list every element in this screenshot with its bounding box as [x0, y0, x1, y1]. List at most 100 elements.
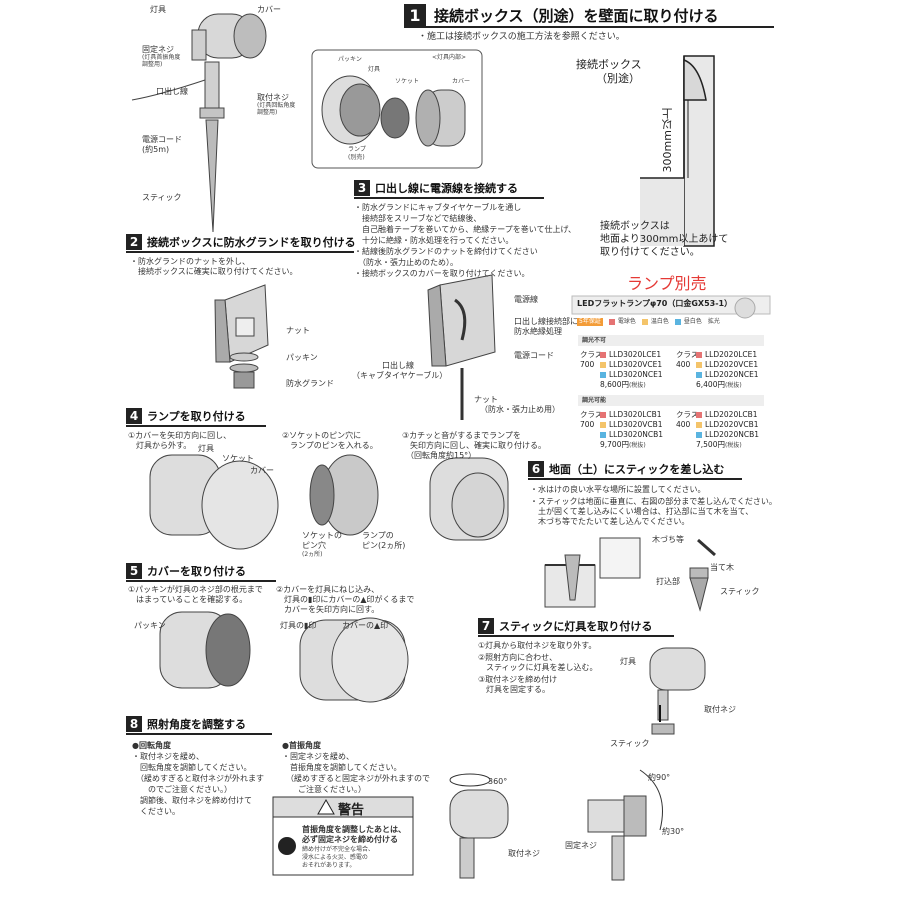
section-2-header: 2 接続ボックスに防水グランドを取り付ける: [126, 234, 356, 250]
s4-step3c: （回転角度約15°）: [402, 451, 477, 460]
warning-line-3: おそれがあります。: [302, 862, 356, 869]
section-3-rule: [354, 197, 544, 199]
lamp-product-name: LEDフラットランプφ70（口金GX53-1）: [577, 299, 733, 308]
section-3-title: 口出し線に電源線を接続する: [375, 182, 518, 195]
rotation-line: 調節後、取付ネジを締め付けて: [132, 796, 252, 805]
section-4-rule: [126, 425, 266, 427]
label-fixing-screw-note2: 調整用): [142, 61, 163, 68]
stick-ground-drawings: [544, 537, 716, 612]
s6-line-2: ・スティックは地面に垂直に、右図の部分まで差し込んでください。: [530, 497, 777, 506]
label-power-line: 電源線: [514, 295, 538, 304]
legend-n: 昼白色: [674, 318, 702, 326]
s4-label-lamp-body: 灯具: [198, 444, 214, 453]
warning-line-1: 締め付けが不完全な場合、: [302, 846, 375, 853]
label-lamp-body: 灯具: [150, 5, 166, 14]
product-price: 8,600円(税抜): [600, 380, 646, 389]
lamp-legend: 5年保証 電球色 温白色 昼白色 拡光: [577, 318, 720, 326]
label-stick: スティック: [142, 193, 182, 202]
section-3-line: 自己融着テープを巻いてから、絶縁テープを巻いて仕上げ、: [354, 225, 576, 234]
tilt-down-degrees: 約30°: [662, 827, 685, 836]
s5-step2a: ②カバーを灯具にねじ込み、: [276, 585, 380, 594]
section-3-line: 十分に絶縁・防水処理を行ってください。: [354, 236, 514, 245]
inner-label-lamp: ランプ: [348, 146, 366, 153]
label-lead-wire: 口出し線: [156, 87, 188, 96]
product-code: LLD3020VCE1: [600, 360, 663, 370]
section-5-number: 5: [126, 563, 142, 579]
dim-700-items: LLD3020LCB1 LLD3020VCB1 LLD3020NCB1 9,70…: [600, 410, 663, 450]
inner-label-lamp-note: (別売): [348, 154, 365, 161]
section-3-line: （防水・張力止めのため）。: [354, 258, 458, 267]
label-fixing-screw-note1: (灯具首振角度: [142, 54, 181, 61]
section-2-rule: [126, 251, 354, 253]
section-5-title: カバーを取り付ける: [147, 565, 246, 578]
section-2-note-2: 接続ボックスに確実に取り付けてください。: [130, 267, 298, 276]
section-1-number: 1: [404, 4, 426, 26]
product-price: 6,400円(税抜): [696, 380, 742, 389]
label-power-cord-3: 電源コード: [514, 351, 554, 360]
nondim-bar: [578, 335, 764, 346]
section-6-title: 地面（土）にスティックを差し込む: [549, 463, 725, 476]
s4-socket-pin-1: ソケットの: [302, 531, 342, 540]
s7-line-3: スティックに灯具を差し込む。: [478, 663, 598, 672]
product-code: LLD3020LCE1: [600, 350, 663, 360]
product-code: LLD2020NCB1: [696, 430, 759, 440]
section-7-rule: [478, 635, 674, 637]
product-price: 7,500円(税抜): [696, 440, 742, 449]
section-7-title: スティックに灯具を取り付ける: [499, 620, 653, 633]
wall-box-drawing: [640, 55, 715, 247]
s6-label-strike: 打込部: [656, 577, 680, 586]
label-nut-3-2: （防水・張力止め用）: [480, 405, 560, 414]
section-3-line: ・結線後防水グランドのナットを締付けてください: [354, 247, 538, 256]
section-6-number: 6: [528, 461, 544, 477]
s7-line-2: ②照射方向に合わせ、: [478, 653, 558, 662]
section-7-number: 7: [478, 618, 494, 634]
s6-line-1: ・水はけの良い水平な場所に設置してください。: [530, 485, 706, 494]
legend-diffuse: 拡光: [707, 318, 720, 325]
tilt-line: （緩めすぎると固定ネジが外れますので: [282, 774, 430, 783]
s8-label-mount-screw: 取付ネジ: [508, 849, 540, 858]
s4-socket-pin-2: ピン穴: [302, 541, 326, 550]
section-7-header: 7 スティックに灯具を取り付ける: [478, 618, 652, 634]
label-nut-3-1: ナット: [474, 395, 498, 404]
s8-label-fix-screw: 固定ネジ: [565, 841, 597, 850]
inner-detail-drawing: [321, 75, 466, 147]
label-cover: カバー: [257, 5, 281, 14]
section-5-header: 5 カバーを取り付ける: [126, 563, 246, 579]
product-code: LLD2020LCE1: [696, 350, 759, 360]
section-4-title: ランプを取り付ける: [147, 410, 246, 423]
s4-lamp-pin-2: ピン(2ヵ所): [362, 541, 406, 550]
label-lead-2: （キャブタイヤケーブル）: [352, 371, 448, 380]
s6-line-3: 土が固くて差し込みにくい場合は、打込部に当て木を当て、: [530, 507, 754, 516]
section-3-line: ・接続ボックスのカバーを取り付けてください。: [354, 269, 530, 278]
warning-line-2: 浸水による火災、感電の: [302, 854, 368, 861]
s5-label-mark-body: 灯具の▮印: [280, 621, 317, 630]
s6-label-block: 当て木: [710, 563, 734, 572]
label-mount-screw-note1: (灯具回転角度: [257, 102, 296, 109]
s5-step2c: カバーを矢印方向に回す。: [276, 605, 380, 614]
nondim-400-items: LLD2020LCE1 LLD2020VCE1 LLD2020NCE1 6,40…: [696, 350, 759, 390]
section-1-rule: [404, 26, 774, 28]
rotation-heading: ●回転角度: [132, 741, 171, 750]
s6-line-4: 木づち等でたたいて差し込んでください。: [530, 517, 690, 526]
s6-label-mallet: 木づち等: [652, 535, 684, 544]
s4-step1a: ①カバーを矢印方向に回し、: [128, 431, 232, 440]
rotation-line: 回転角度を調節してください。: [132, 763, 252, 772]
product-code: LLD3020NCB1: [600, 430, 663, 440]
product-price: 9,700円(税抜): [600, 440, 646, 449]
lamp-install-drawings: [149, 454, 509, 550]
tilt-heading: ●首振角度: [282, 741, 321, 750]
section-1-header: 1 接続ボックス（別途）を壁面に取り付ける: [404, 4, 719, 26]
s4-step3a: ③カチッと音がするまでランプを: [402, 431, 521, 440]
inner-label-lamp-body: 灯具: [368, 66, 381, 73]
section-4-header: 4 ランプを取り付ける: [126, 408, 246, 424]
s4-step3b: 矢印方向に回し、確実に取り付ける。: [402, 441, 546, 450]
label-gland: 防水グランド: [286, 379, 334, 388]
section-1-note: ・施工は接続ボックスの施工方法を参照ください。: [418, 32, 625, 42]
lamp-sale-header-frame: [571, 295, 771, 315]
s6-label-stick: スティック: [720, 587, 760, 596]
section-8-rule: [126, 733, 272, 735]
section-2-number: 2: [126, 234, 142, 250]
warning-triangle-icon: [317, 798, 335, 815]
